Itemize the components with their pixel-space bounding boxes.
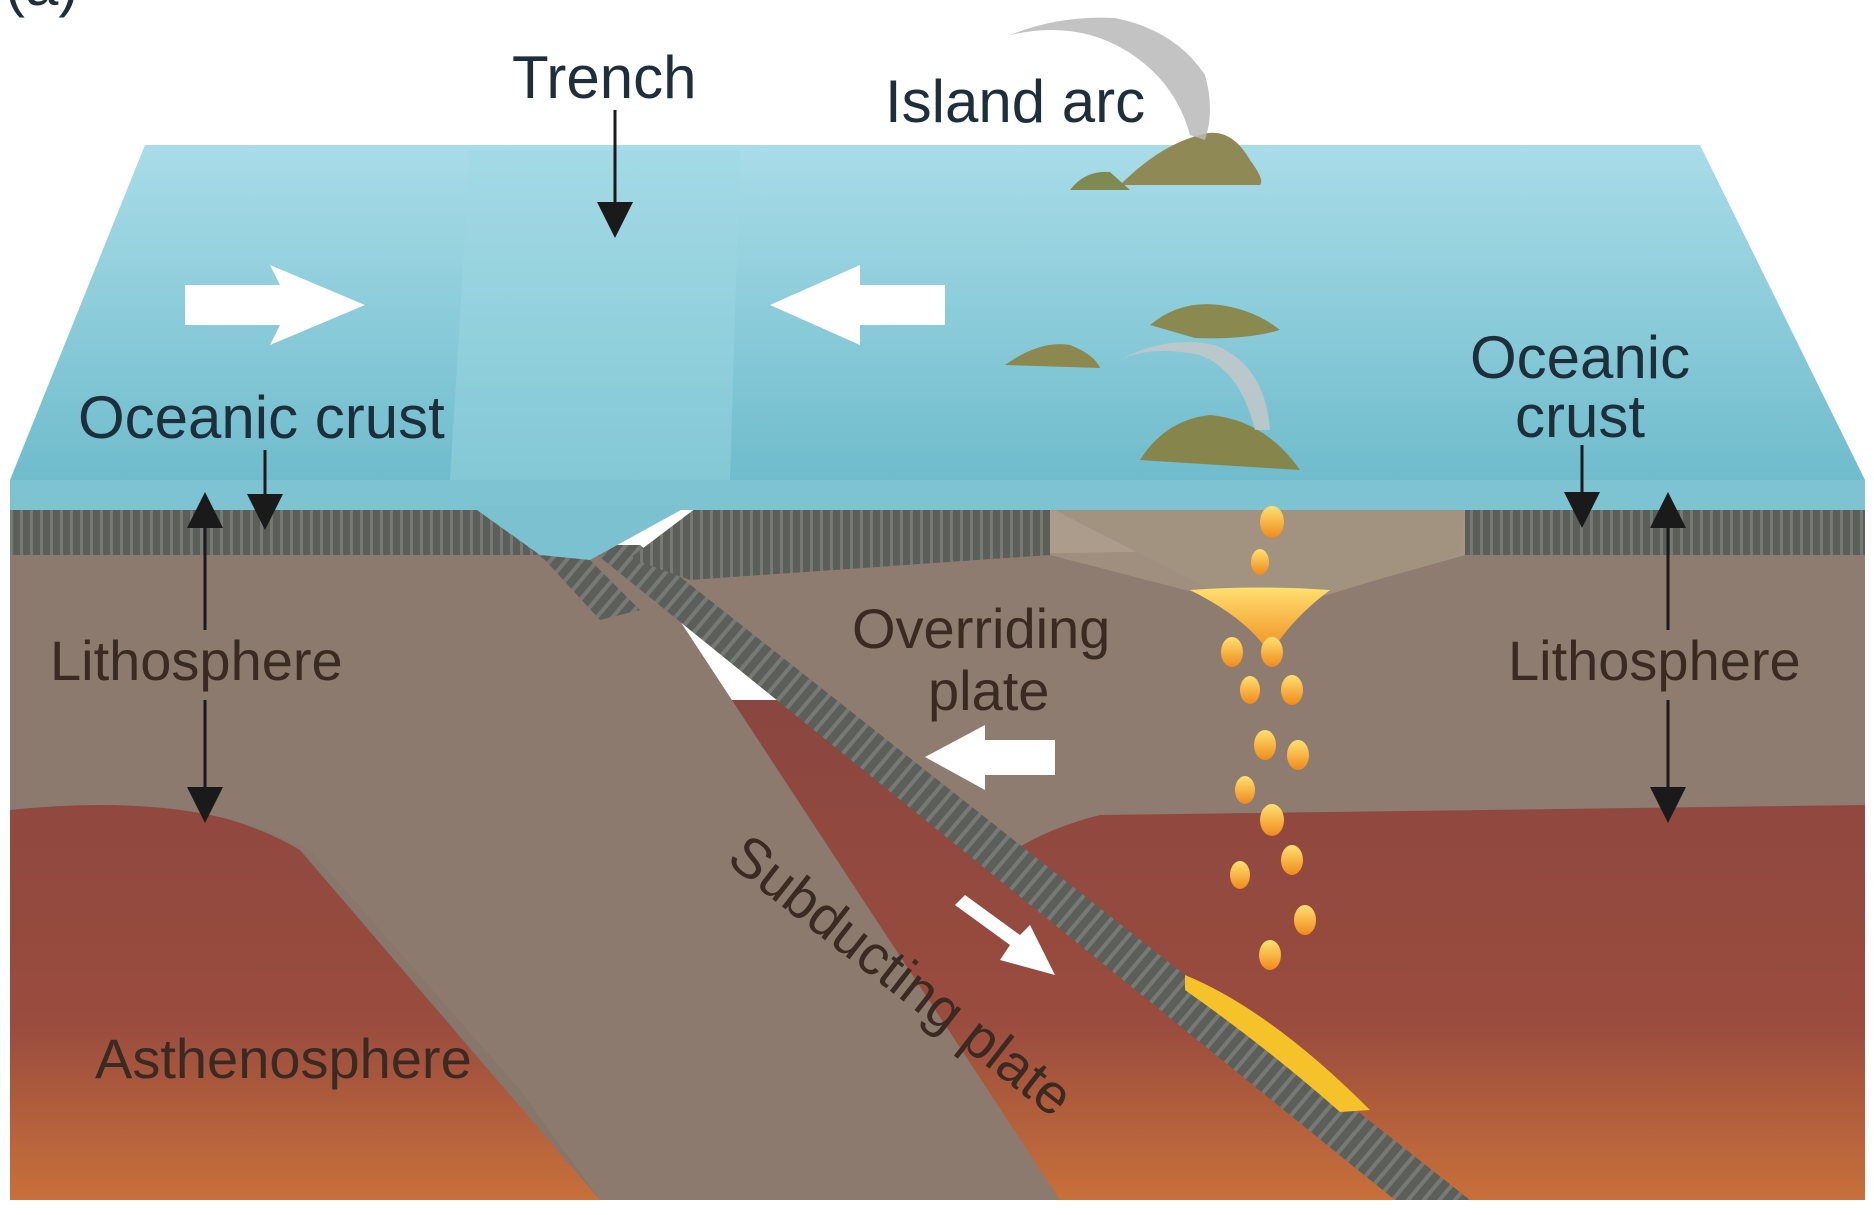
island-front	[1140, 415, 1300, 470]
lithosphere-left-top	[10, 540, 1060, 1200]
lithosphere-right-label: Lithosphere	[1508, 629, 1801, 692]
trench-label: Trench	[512, 44, 697, 111]
magma-droplets	[1221, 506, 1316, 970]
oceanic-crust-left-label: Oceanic crust	[78, 384, 445, 451]
island-arc-label: Island arc	[885, 68, 1145, 135]
ocean-front-face	[10, 480, 1865, 510]
smoke-plume-top	[1010, 17, 1210, 140]
lithosphere-left-label: Lithosphere	[50, 629, 343, 692]
trench-surface-shade	[450, 150, 740, 480]
island-mid	[1150, 304, 1280, 339]
overriding-plate-label-2: plate	[928, 659, 1049, 722]
plate-arrow-left	[770, 265, 945, 345]
overriding-plate-arrow	[925, 725, 1055, 790]
overriding-plate-label-1: Overriding	[852, 597, 1110, 660]
oceanic-crust-right-label-2: crust	[1515, 383, 1645, 450]
oceanic-crust-band-mid	[630, 505, 1050, 580]
asthenosphere-label: Asthenosphere	[95, 1027, 472, 1090]
panel-label: (a)	[5, 0, 78, 18]
plate-arrow-right	[185, 265, 365, 345]
trench-notch	[470, 505, 690, 560]
magma-chamber	[1190, 587, 1330, 655]
subducting-plate-arrow	[955, 895, 1055, 975]
magma-melt-zone	[1185, 975, 1370, 1112]
oceanic-crust-right-label-1: Oceanic	[1470, 324, 1690, 391]
smoke-plume-mid	[1120, 342, 1270, 430]
oceanic-crust-band-left	[10, 505, 580, 555]
oceanic-crust-band-right	[1465, 505, 1865, 555]
island-small-1	[1070, 171, 1130, 190]
island-volcano	[1120, 132, 1262, 185]
island-left	[1005, 344, 1100, 368]
